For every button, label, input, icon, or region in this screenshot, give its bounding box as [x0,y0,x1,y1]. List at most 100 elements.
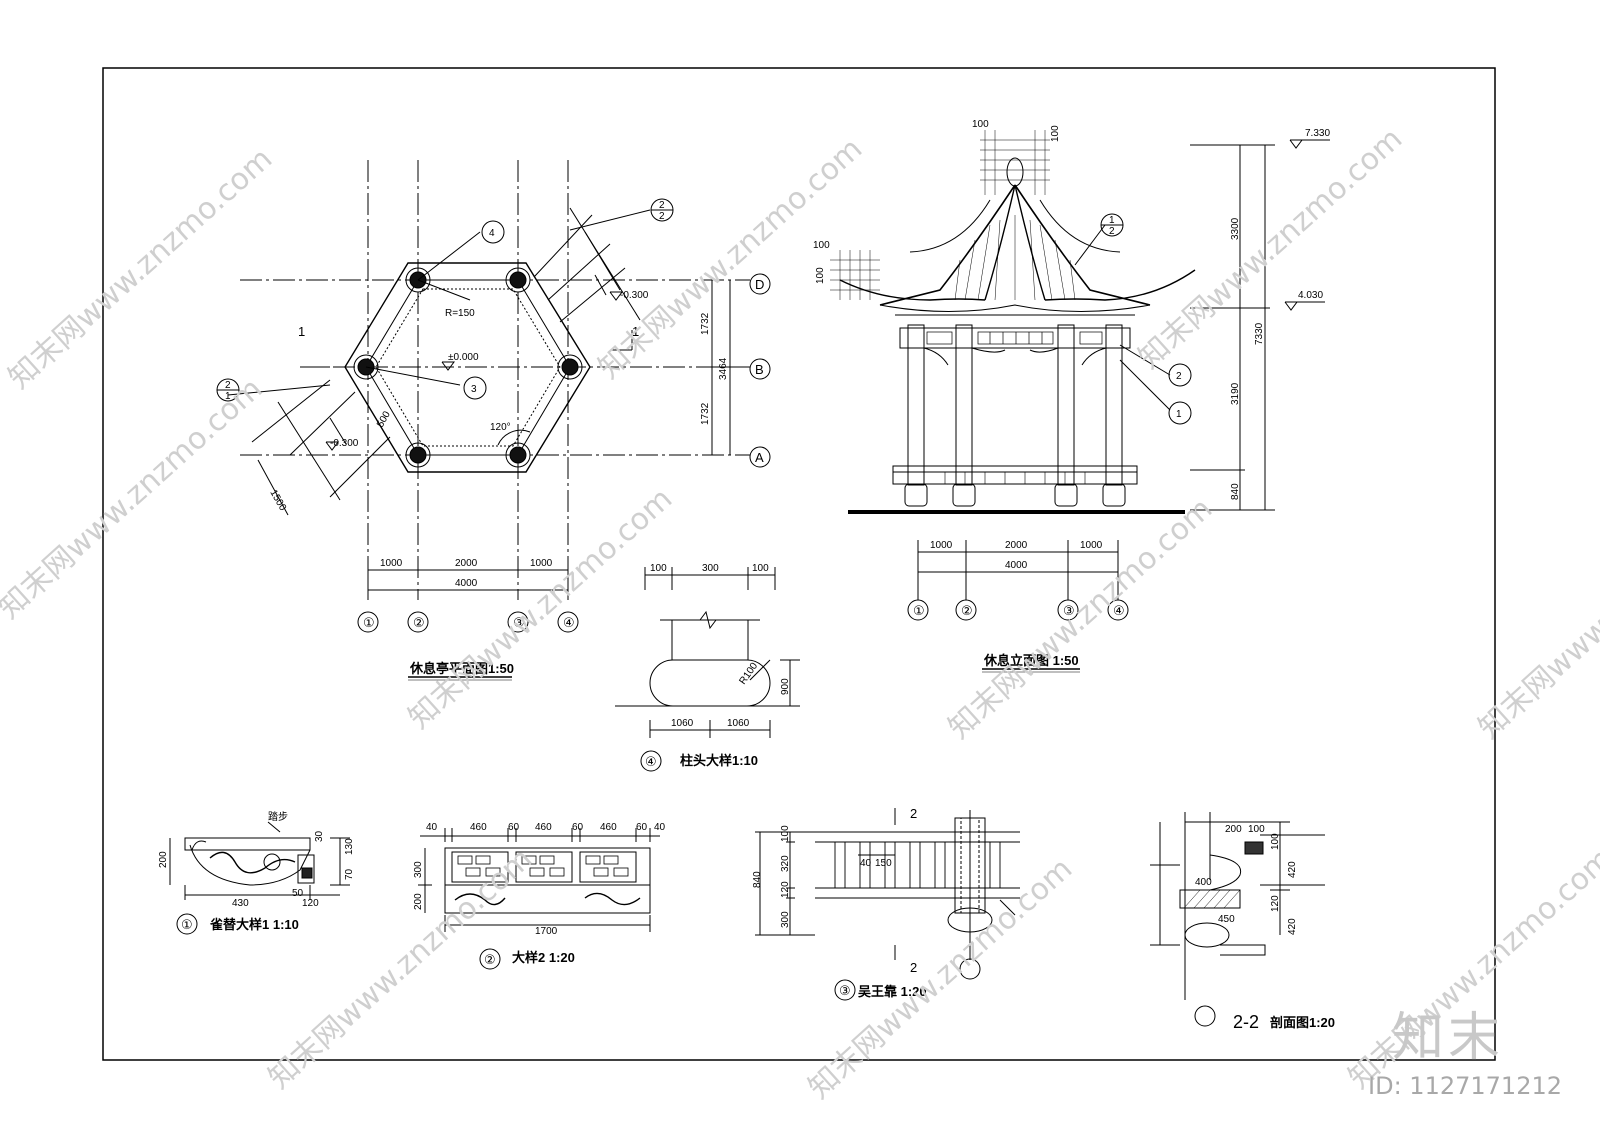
detail-2-dim-5: 60 [572,822,584,833]
plan-column-3 [561,358,579,376]
plan-callout-3: 3 [471,384,477,395]
elevation-dim-total: 4000 [1005,560,1028,571]
plan-callout-21-bot: 1 [225,391,231,402]
detail-3-section-mark-top: 2 [910,806,917,821]
elevation-grid-label-1: ① [913,603,925,618]
detail-1-bracket [169,821,350,935]
plan-radius: R=150 [445,308,475,319]
watermark-text-4: 知末网www.znzmo.com [0,371,269,626]
detail-2-dim-7: 60 [636,822,648,833]
elevation-roof-eave-left [839,279,986,301]
watermark-layer: 知末网www.znzmo.com 知末网www.znzmo.com 知末网www… [0,121,1600,1106]
detail-4-dim-top-c: 100 [752,563,769,574]
plan-dim-1000-right: 1000 [530,558,553,569]
detail-1-dim-width: 430 [232,898,249,909]
detail-4-column-head [615,567,800,772]
elevation-roof-eave-right [1044,269,1196,301]
watermark-text-6: 知末网www.znzmo.com [942,491,1219,746]
detail-1-dim-small: 120 [302,898,319,909]
plan-grid-label-4: ④ [563,615,575,630]
watermark-text-7: 知末网www.znzmo.com [1472,491,1600,746]
plan-dim-2000: 2000 [455,558,478,569]
section-title-prefix: 2-2 [1233,1012,1259,1032]
detail-2-panel [418,828,660,970]
plan-title: 休息亭平面图1:50 [409,661,514,676]
plan-column-2 [509,271,527,289]
detail-2-number: ② [484,952,496,967]
plan-grid-label-2: ② [413,615,425,630]
sheet-border [102,67,1496,1061]
plan-elev-step-right: -0.300 [620,290,649,301]
plan-grid-label-3: ③ [513,615,525,630]
section-dim-right-100: 100 [1270,833,1281,850]
plan-dim-right-total: 3464 [718,357,729,380]
detail-4-dim-bottom-a: 1060 [671,718,694,729]
elevation-column-3 [1057,324,1075,486]
elevation-dim-3190: 3190 [1230,382,1241,405]
detail-4-dim-height: 900 [780,678,791,695]
plan-dim-total: 4000 [455,578,478,589]
plan-callout-22-top: 2 [659,200,665,211]
elevation-title: 休息立面图 1:50 [983,653,1079,668]
image-id-label: ID: 1127171212 [1368,1072,1562,1100]
detail-3-dim-300: 300 [780,911,791,928]
detail-3-labels: 100 320 120 300 840 40 150 2 2 ③ 吴王靠 1:2… [752,806,927,999]
plan-section-mark-right: 1 [632,324,639,339]
plan-stair-width: 500 [375,409,393,429]
detail-2-dim-1: 40 [426,822,438,833]
plan-callout-21-top: 2 [225,380,231,391]
elevation-eave-dim-a: 100 [813,240,830,251]
detail-3-dim-120: 120 [780,881,791,898]
plan-dim-right-bottom: 1732 [700,402,711,425]
detail-1-number: ① [181,917,193,932]
elevation-finial [1006,157,1024,187]
detail-2-dim-left-b: 200 [413,893,424,910]
detail-3-title: 吴王靠 1:20 [858,984,927,999]
detail-1-dim-30: 30 [314,830,325,842]
detail-4-title: 柱头大样1:10 [680,753,758,768]
plan-grid-label-1: ① [363,615,375,630]
section-dim-right-420b: 420 [1287,918,1298,935]
plan-column-4 [509,446,527,464]
detail-1-dim-50: 50 [292,888,304,899]
detail-4-dim-bottom-b: 1060 [727,718,750,729]
section-dim-small: 450 [1218,914,1235,925]
detail-4-dim-top-a: 100 [650,563,667,574]
watermark-text-8: 知末网www.znzmo.com [262,841,539,1096]
section-2-2 [1150,812,1325,1027]
elevation-column-1 [907,324,925,486]
detail-3-dim-100: 100 [780,825,791,842]
elevation-labels: ① ② ③ ④ 1000 2000 1000 4000 3300 3190 84… [813,119,1330,673]
plan-column-5 [409,446,427,464]
plan-stair-right [533,207,641,323]
elevation-finial-dim-a: 100 [972,119,989,130]
detail-3-bench-back [755,808,1020,1001]
detail-3-dim-total: 840 [752,871,763,888]
section-seat-slab [1179,889,1241,909]
detail-3-number: ③ [839,983,851,998]
section-dim-right-420a: 420 [1287,861,1298,878]
detail-4-labels: 100 300 100 1060 1060 900 R100 ④ 柱头大样1:1… [645,563,791,769]
plan-view [216,160,771,633]
elevation-eave-dim-b: 100 [815,267,826,284]
watermark-text-9: 知末网www.znzmo.com [802,851,1079,1106]
elevation-view [830,130,1330,621]
detail-2-labels: 40 460 60 460 60 460 60 40 300 200 1700 … [413,822,666,967]
detail-3-dim-150: 150 [875,858,892,869]
elevation-column-4 [1105,324,1123,486]
watermark-text-5: 知末网www.znzmo.com [402,481,679,736]
elevation-level-mid: 4.030 [1298,290,1323,301]
detail-2-dim-8: 40 [654,822,666,833]
plan-elev-step-left: -0.300 [330,438,359,449]
elevation-roof-main [879,184,1016,306]
watermark-text-2: 知末网www.znzmo.com [592,131,869,386]
plan-grid-label-d: D [755,277,764,292]
section-2-2-labels: 200 100 100 420 120 420 400 450 2-2 剖面图1… [1195,824,1335,1032]
plan-dim-1000-left: 1000 [380,558,403,569]
section-dim-mid: 400 [1195,877,1212,888]
watermark-text-1: 知末网www.znzmo.com [2,141,279,396]
detail-1-labels: 踏步 200 430 120 130 70 30 50 ① 雀替大样1 1:10 [158,810,355,932]
detail-2-dim-2: 460 [470,822,487,833]
detail-2-dim-4: 460 [535,822,552,833]
